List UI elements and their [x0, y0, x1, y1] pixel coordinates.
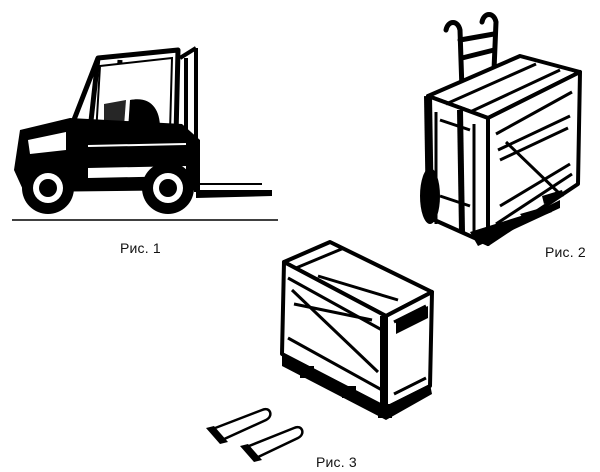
rear-wheel: [22, 162, 74, 214]
crate-slats: [287, 246, 427, 396]
forks: [196, 190, 272, 198]
hand-truck-handles: [443, 12, 499, 93]
pallet: [282, 352, 432, 420]
front-wheel: [142, 162, 194, 214]
figure-1-caption: Рис. 1: [120, 240, 161, 256]
figure-2-caption: Рис. 2: [545, 244, 586, 260]
forks: [207, 407, 304, 460]
figure-3-caption: Рис. 3: [316, 454, 357, 470]
